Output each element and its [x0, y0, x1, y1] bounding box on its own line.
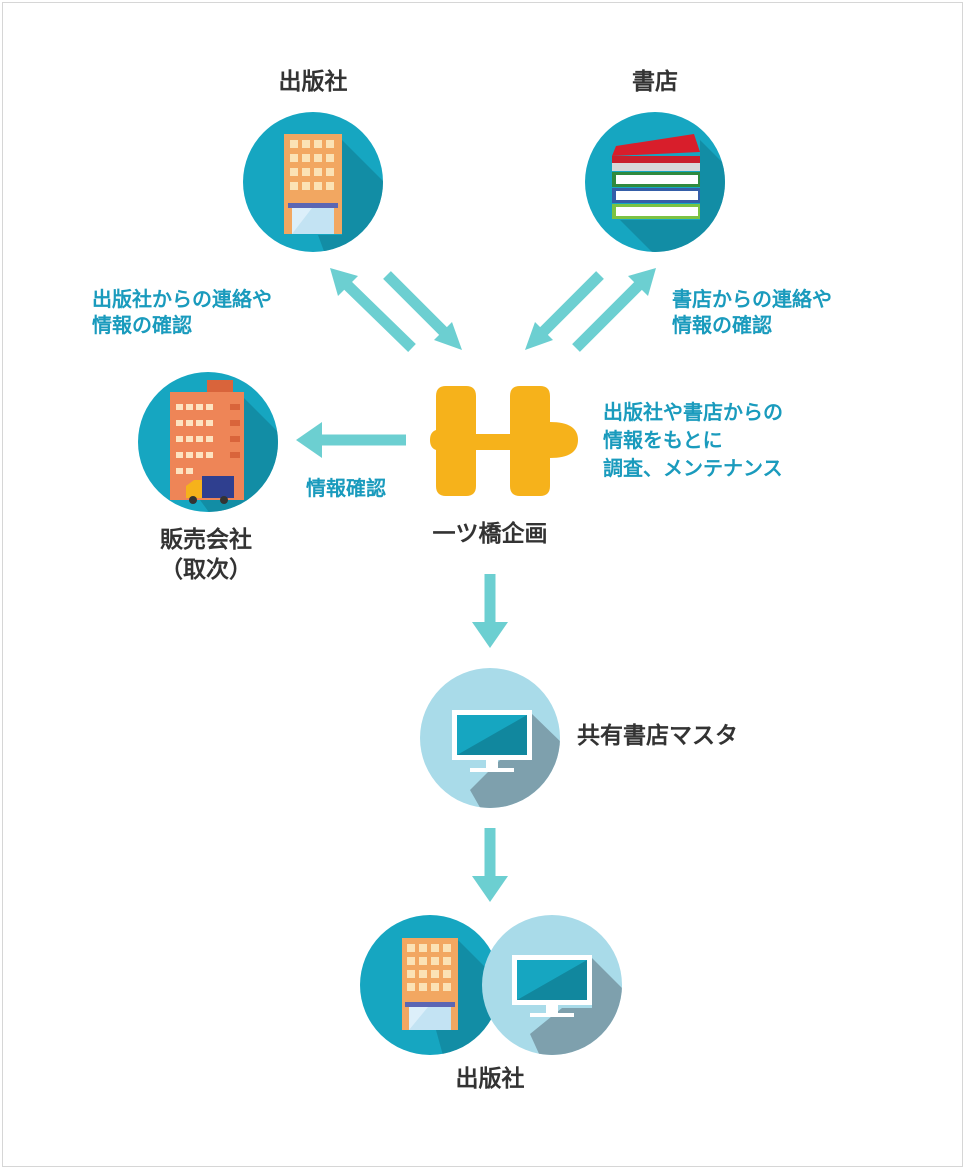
monitor-icon	[512, 955, 592, 1017]
building-with-truck-icon	[170, 380, 244, 504]
arrow-master-to-publisher	[472, 828, 508, 902]
master-node	[420, 668, 560, 808]
info-check-annotation: 情報確認	[306, 476, 386, 500]
master-label: 共有書店マスタ	[577, 723, 738, 749]
arrow-bookstore-to-hitotsubashi	[525, 271, 604, 350]
hitotsubashi-label: 一ツ橋企画	[432, 521, 548, 547]
hitotsubashi-logo-icon	[430, 386, 578, 496]
book-stack-icon	[612, 134, 700, 219]
from-bookstore-annotation: 書店からの連絡や 情報の確認	[672, 287, 832, 337]
office-building-icon	[402, 938, 458, 1030]
publisher-bottom-label: 出版社	[455, 1066, 525, 1092]
distributor-node	[138, 372, 278, 512]
arrow-publisher-to-hitotsubashi	[383, 271, 462, 350]
bookstore-label: 書店	[632, 69, 678, 95]
arrow-hitotsubashi-to-publisher	[330, 268, 416, 352]
arrow-hitotsubashi-to-bookstore	[572, 268, 656, 352]
maintenance-annotation: 出版社や書店からの 情報をもとに 調査、メンテナンス	[603, 400, 783, 480]
office-building-icon	[284, 134, 342, 234]
distributor-label: 販売会社 （取次）	[160, 527, 252, 583]
arrow-hitotsubashi-to-distributor	[296, 422, 406, 458]
publisher-top-node	[243, 112, 383, 252]
monitor-icon	[452, 710, 532, 772]
from-publisher-annotation: 出版社からの連絡や 情報の確認	[92, 287, 272, 337]
arrow-hitotsubashi-to-master	[472, 574, 508, 648]
publisher-top-label: 出版社	[278, 69, 348, 95]
bookstore-node	[585, 112, 725, 252]
